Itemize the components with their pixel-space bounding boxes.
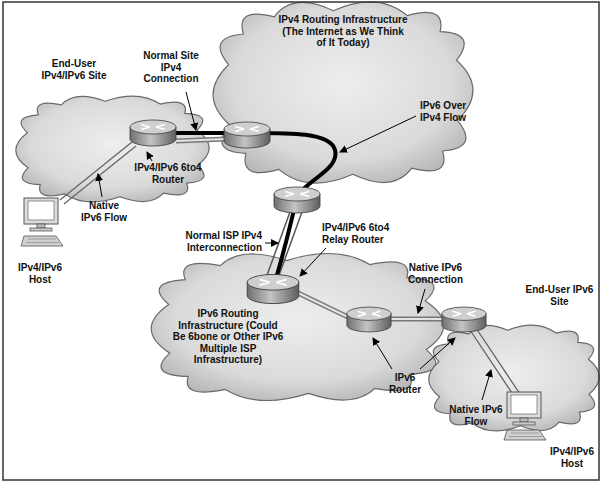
host-computer xyxy=(504,392,546,440)
router-icon xyxy=(274,187,320,213)
label-anchor: Normal Site IPv4 Connection xyxy=(140,50,202,85)
router-icon xyxy=(442,307,486,332)
label-anchor: IPv4/IPv6 Host xyxy=(545,446,599,469)
label-anchor: IPv6 Over IPv4 Flow xyxy=(420,100,482,123)
callout-label: IPv6 Over IPv4 Flow xyxy=(420,100,482,123)
callout-label: Normal Site IPv4 Connection xyxy=(140,50,202,85)
label-anchor: IPv4/IPv6 6to4 Router xyxy=(125,162,211,185)
cloud-label: IPv4 Routing Infrastructure (The Interne… xyxy=(278,14,408,49)
image-frame xyxy=(3,2,599,480)
ipv4-link xyxy=(176,139,226,141)
label-anchor: IPv4/IPv6 Host xyxy=(10,262,70,285)
label-anchor: Native IPv6 Flow xyxy=(448,404,504,427)
label-anchor: Native IPv6 Flow xyxy=(78,200,130,223)
label-anchor: IPv6 Router xyxy=(380,372,430,395)
cloud-label: IPv6 Routing Infrastructure (Could Be 6b… xyxy=(172,308,284,366)
label-anchor: Native IPv6 Connection xyxy=(398,262,473,285)
leader-arrows xyxy=(98,92,491,400)
label-anchor: Normal ISP IPv4 Interconnection xyxy=(168,230,262,253)
callout-label: IPv4/IPv6 Host xyxy=(545,446,599,469)
callout-label: IPv6 Router xyxy=(380,372,430,395)
label-anchor: IPv4/IPv6 6to4 Relay Router xyxy=(322,222,417,245)
cloud-outline xyxy=(213,2,473,183)
callout-label: IPv4/IPv6 6to4 Router xyxy=(125,162,211,185)
cloud-label: End-User IPv6 Site xyxy=(523,284,596,307)
cloud-outline xyxy=(16,96,209,202)
callout-label: Native IPv6 Flow xyxy=(78,200,130,223)
callout-label: Normal ISP IPv4 Interconnection xyxy=(168,230,262,253)
tunnel-flow xyxy=(155,133,335,288)
router-icon xyxy=(247,274,299,303)
network-cloud: IPv4 Routing Infrastructure (The Interne… xyxy=(212,0,474,185)
callout-label: IPv4/IPv6 Host xyxy=(10,262,70,285)
host-link xyxy=(60,142,520,396)
cloud-label: End-User IPv4/IPv6 Site xyxy=(30,58,118,81)
host-computer xyxy=(21,198,63,246)
cloud-outline xyxy=(151,253,444,400)
router-icon xyxy=(347,307,391,332)
callout-label: Native IPv6 Connection xyxy=(398,262,473,285)
callout-label: IPv4/IPv6 6to4 Relay Router xyxy=(322,222,417,245)
callout-label: Native IPv6 Flow xyxy=(448,404,504,427)
router-icon xyxy=(224,122,270,148)
router-icon xyxy=(130,120,176,146)
